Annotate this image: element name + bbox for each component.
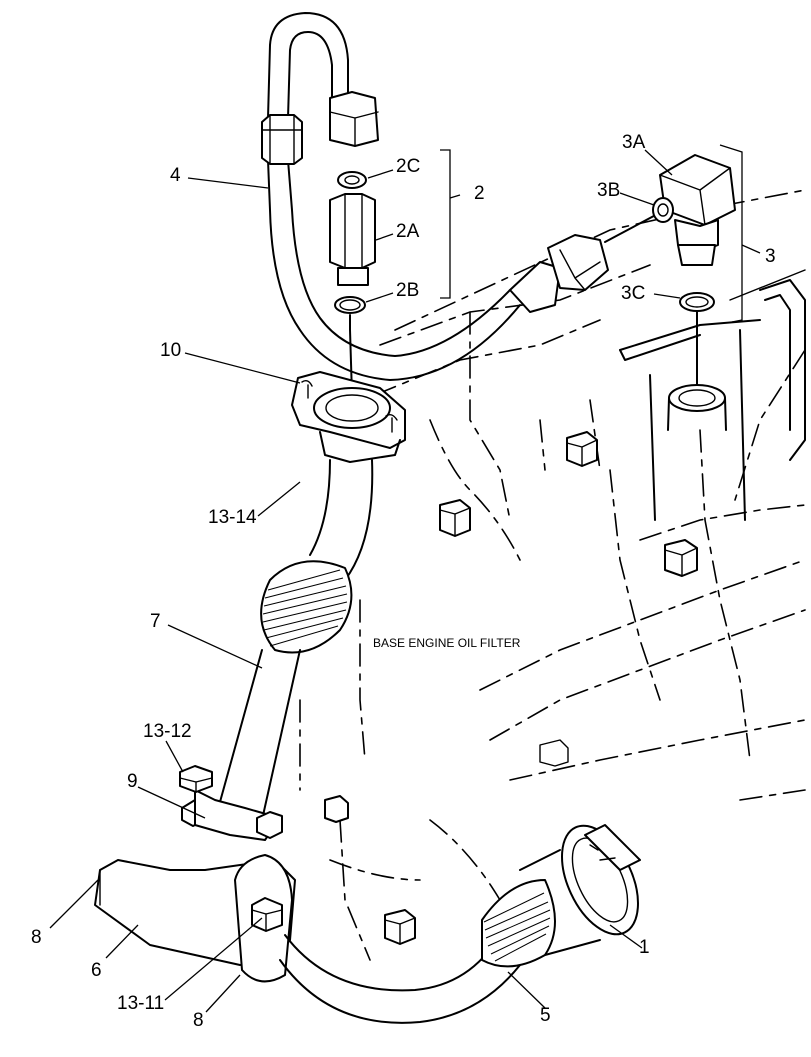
seal-3c [679, 292, 715, 312]
callout-2a: 2A [396, 221, 420, 242]
engine-bolts [324, 431, 698, 945]
seal-2c [337, 171, 367, 189]
bolt-13-12 [179, 765, 213, 793]
callout-1: 1 [639, 937, 650, 958]
callout-3c: 3C [621, 283, 645, 304]
callout-2b: 2B [396, 280, 419, 301]
callout-2: 2 [474, 183, 485, 204]
engine-port [667, 384, 727, 431]
tube-4-nut [329, 91, 379, 147]
flange-10 [291, 371, 406, 463]
tube-4-sleeve [261, 114, 303, 165]
callout-9: 9 [127, 771, 138, 792]
callout-3b: 3B [597, 180, 620, 201]
callout-5: 5 [540, 1005, 551, 1026]
engine-cover [619, 269, 806, 521]
callout-13-14: 13-14 [208, 507, 257, 528]
callout-3: 3 [765, 246, 776, 267]
tube-end-nut [509, 234, 609, 313]
filter-cover-1 [561, 824, 641, 936]
hose-7 [214, 459, 374, 821]
bolt-13-11 [234, 854, 293, 983]
engine-block-phantom [299, 189, 806, 961]
callout-8-left: 8 [31, 927, 42, 948]
callout-8-bottom: 8 [193, 1010, 204, 1031]
bracket-2 [440, 149, 451, 299]
bracket-3 [719, 144, 743, 323]
callout-13-12: 13-12 [143, 721, 192, 742]
elbow-3a [659, 154, 736, 266]
callout-3a: 3A [622, 132, 646, 153]
callout-2c: 2C [396, 156, 420, 177]
callout-13-11: 13-11 [117, 993, 164, 1014]
callout-7: 7 [150, 611, 161, 632]
seal-3b [652, 197, 674, 223]
callout-6: 6 [91, 960, 102, 981]
adapter-2a [329, 193, 376, 286]
tube-5 [279, 849, 601, 1024]
leader-lines [49, 149, 761, 1013]
callout-10: 10 [160, 340, 181, 361]
callout-4: 4 [170, 165, 181, 186]
base-engine-oil-filter-note: BASE ENGINE OIL FILTER [373, 636, 521, 650]
